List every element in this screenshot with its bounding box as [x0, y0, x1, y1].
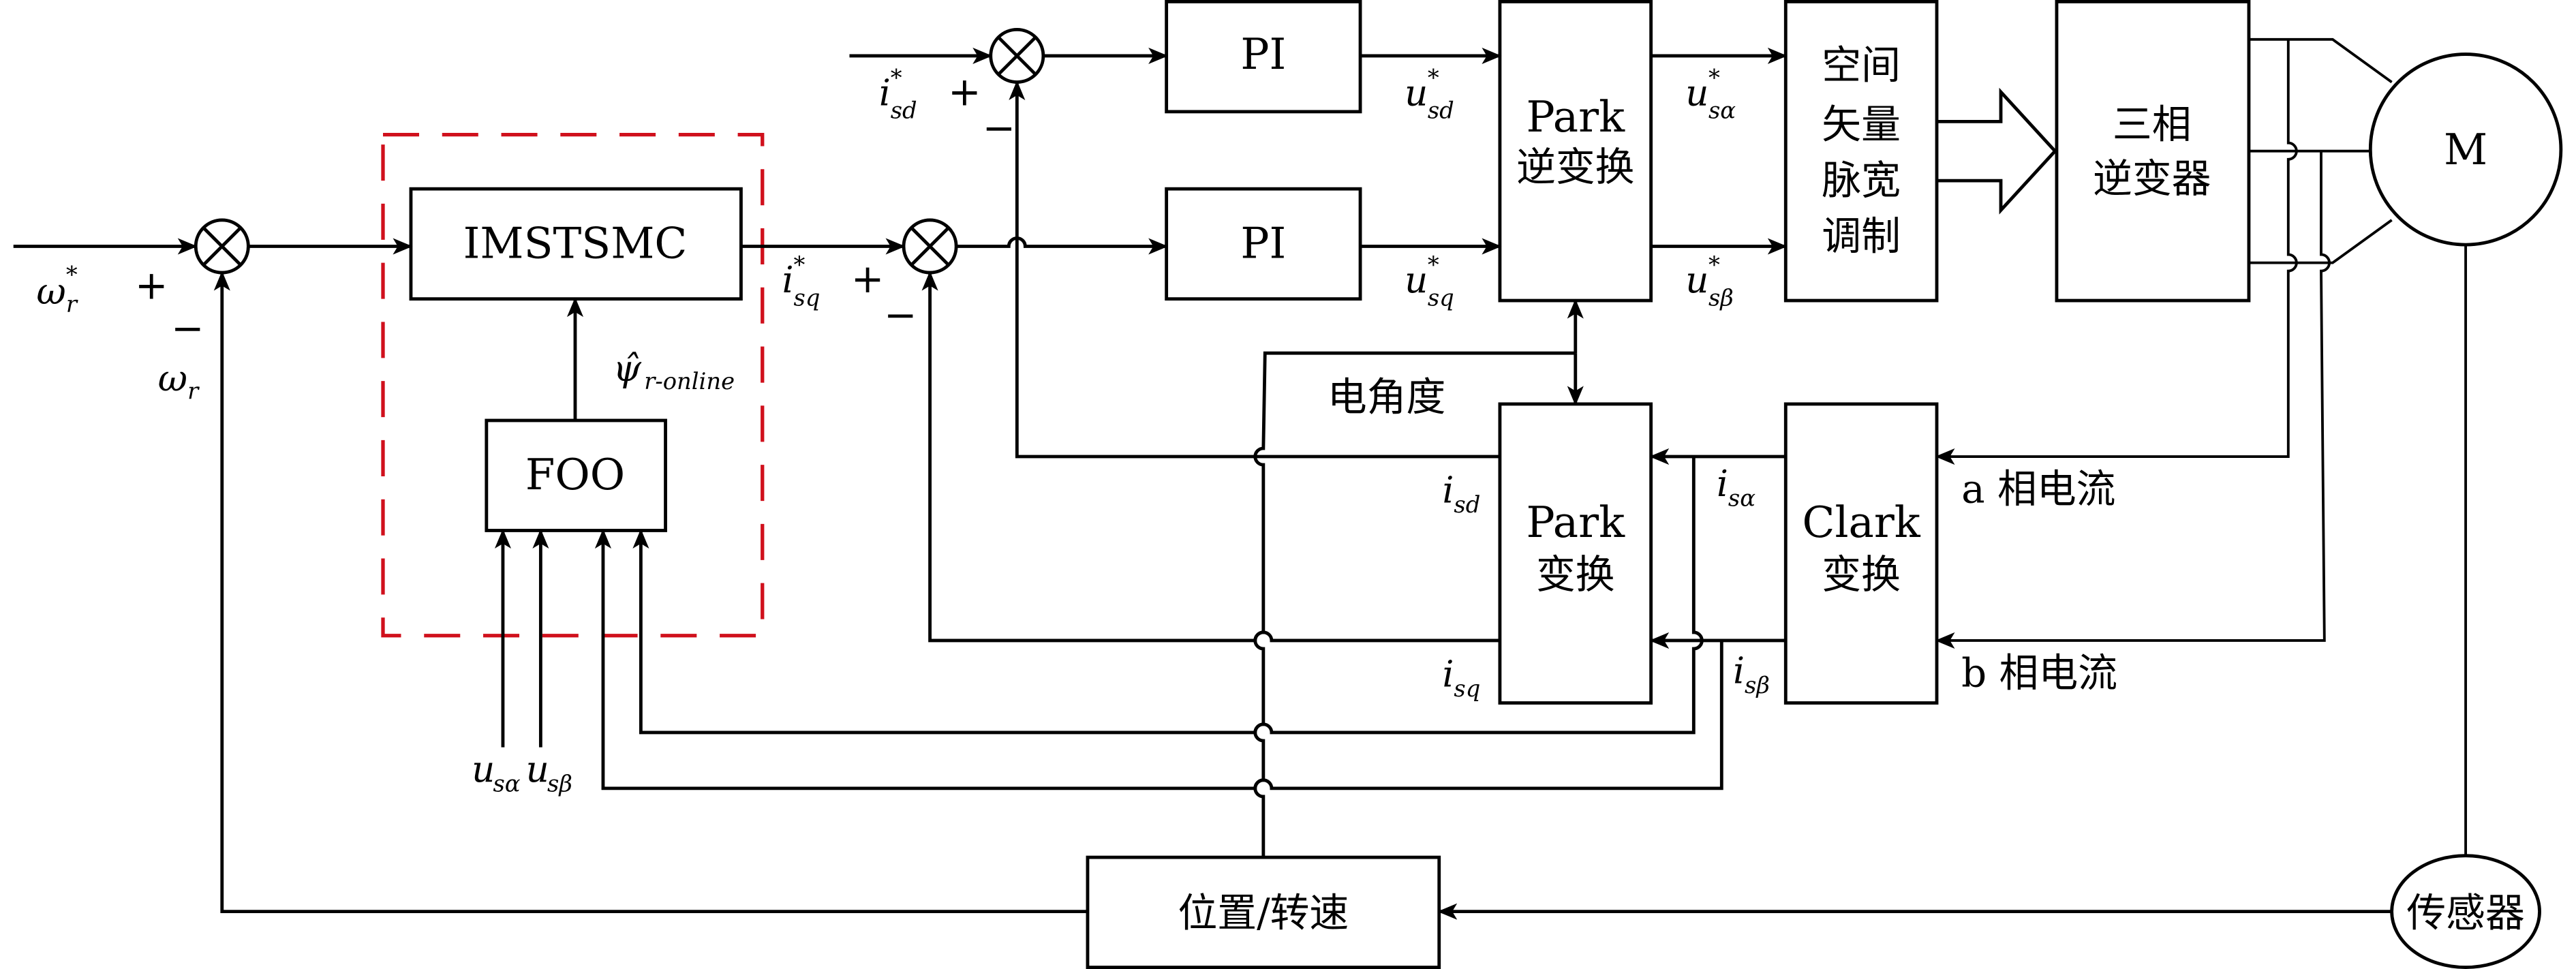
- svg-text:r: r: [187, 378, 200, 405]
- pi-q-label: PI: [1240, 218, 1286, 268]
- omega-label: ω r: [158, 358, 200, 405]
- svg-text:*: *: [1708, 64, 1720, 91]
- svg-text:*: *: [794, 251, 806, 278]
- svg-text:i: i: [1733, 650, 1745, 692]
- minus-sign-d: −: [983, 104, 1015, 151]
- pi-d-label: PI: [1240, 29, 1286, 79]
- svg-text:ω: ω: [158, 358, 187, 400]
- svg-text:sα: sα: [493, 771, 520, 797]
- pi-d-block[interactable]: PI: [1165, 0, 1362, 114]
- plus-sign-speed: +: [135, 262, 168, 309]
- svg-text:i: i: [879, 72, 891, 114]
- minus-sign-q: −: [884, 292, 917, 338]
- pi-q-block[interactable]: PI: [1165, 187, 1362, 301]
- svg-text:u: u: [526, 748, 549, 790]
- inverter-label-1: 三相: [2113, 101, 2192, 147]
- phase-b-current-label: b 相电流: [1961, 649, 2117, 696]
- svg-text:u: u: [1685, 72, 1708, 114]
- svg-text:sβ: sβ: [547, 771, 572, 797]
- svg-text:sα: sα: [1708, 97, 1736, 124]
- minus-sign-speed: −: [171, 305, 204, 351]
- omega-ref-label: ω * r: [36, 262, 78, 318]
- svg-text:u: u: [1405, 259, 1428, 301]
- svg-text:*: *: [1708, 251, 1720, 278]
- svg-text:*: *: [66, 262, 78, 288]
- sensor[interactable]: 传感器: [2390, 854, 2541, 969]
- svg-text:sd: sd: [1454, 491, 1480, 518]
- park-label-2: 变换: [1536, 551, 1615, 598]
- inverse-park-block[interactable]: Park 逆变换: [1498, 0, 1653, 303]
- svg-text:i: i: [1443, 653, 1454, 695]
- sum-junction-q: [902, 218, 958, 275]
- park-label-1: Park: [1526, 497, 1625, 547]
- psi-label: ψ̂ r-online: [613, 348, 735, 395]
- inverter-label-2: 逆变器: [2093, 155, 2211, 202]
- svg-text:sq: sq: [1454, 675, 1480, 702]
- observer-dashed-box: [381, 132, 765, 638]
- motor-label: M: [2444, 125, 2487, 174]
- isq-label: i sq: [1443, 653, 1481, 701]
- clark-block[interactable]: Clark 变换: [1783, 402, 1939, 705]
- usa-label: u sα: [472, 748, 521, 797]
- motor[interactable]: M: [2368, 52, 2563, 247]
- svg-text:i: i: [1443, 470, 1454, 512]
- isd-ref-label: i * sd: [879, 64, 917, 123]
- isb-label: i sβ: [1733, 650, 1770, 698]
- svpwm-block[interactable]: 空间 矢量 脉宽 调制: [1783, 0, 1939, 303]
- imstsmc-label: IMSTSMC: [463, 218, 688, 268]
- svg-text:sd: sd: [1428, 97, 1454, 124]
- isd-label: i sd: [1443, 470, 1481, 518]
- usb-ref-label: u * sβ: [1685, 251, 1734, 311]
- svg-text:sβ: sβ: [1745, 672, 1770, 698]
- clark-label-2: 变换: [1822, 551, 1901, 598]
- svg-text:i: i: [782, 259, 794, 301]
- svg-text:sd: sd: [891, 97, 917, 124]
- imstsmc-block[interactable]: IMSTSMC: [409, 187, 743, 301]
- sum-junction-d: [989, 27, 1045, 84]
- phase-a-current-label: a 相电流: [1961, 466, 2115, 512]
- signal-wires: [13, 37, 2468, 920]
- svg-text:i: i: [1717, 463, 1728, 505]
- usa-ref-label: u * sα: [1685, 64, 1736, 123]
- usb-label: u sβ: [526, 748, 572, 797]
- svg-text:sq: sq: [794, 284, 821, 311]
- svg-text:sq: sq: [1428, 284, 1454, 311]
- svpwm-label-2: 矢量: [1822, 101, 1901, 147]
- isq-ref-label: i * sq: [782, 251, 821, 311]
- plus-sign-q: +: [851, 256, 884, 302]
- isa-label: i sα: [1717, 463, 1755, 511]
- foo-label: FOO: [525, 450, 625, 499]
- three-phase-inverter-block[interactable]: 三相 逆变器: [2055, 0, 2251, 303]
- clark-label-1: Clark: [1803, 497, 1921, 547]
- inverse-park-label-1: Park: [1526, 92, 1625, 142]
- svg-text:u: u: [1685, 259, 1708, 301]
- svg-text:ω: ω: [36, 271, 65, 313]
- svg-text:u: u: [1405, 72, 1428, 114]
- svg-text:*: *: [1428, 64, 1439, 91]
- svg-text:r-online: r-online: [644, 368, 735, 395]
- svg-text:ψ̂: ψ̂: [613, 348, 641, 390]
- position-speed-block[interactable]: 位置/转速: [1086, 855, 1441, 969]
- svg-text:u: u: [472, 748, 495, 790]
- svpwm-label-4: 调制: [1822, 213, 1901, 259]
- electrical-angle-label: 电角度: [1328, 374, 1445, 420]
- sensor-label: 传感器: [2406, 889, 2525, 936]
- svg-text:sβ: sβ: [1708, 284, 1734, 311]
- park-block[interactable]: Park 变换: [1498, 402, 1653, 705]
- svg-text:sα: sα: [1728, 484, 1755, 511]
- foo-block[interactable]: FOO: [485, 418, 667, 532]
- position-speed-label: 位置/转速: [1178, 889, 1349, 936]
- svg-text:*: *: [1428, 251, 1439, 278]
- plus-sign-d: +: [948, 68, 981, 114]
- svg-text:r: r: [66, 291, 78, 318]
- usq-ref-label: u * sq: [1405, 251, 1454, 311]
- sum-junction-speed: [194, 218, 250, 275]
- svpwm-label-1: 空间: [1822, 42, 1901, 89]
- inverse-park-label-2: 逆变换: [1516, 144, 1635, 190]
- svg-text:*: *: [891, 64, 902, 91]
- usd-ref-label: u * sd: [1405, 64, 1454, 123]
- svpwm-label-3: 脉宽: [1822, 157, 1901, 203]
